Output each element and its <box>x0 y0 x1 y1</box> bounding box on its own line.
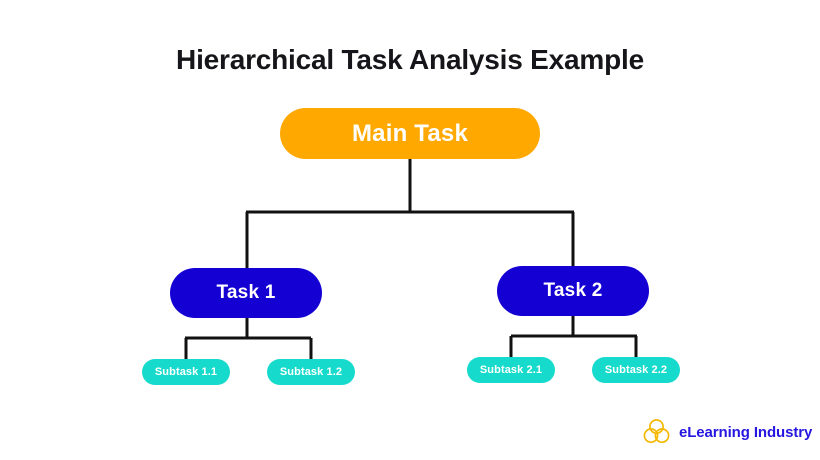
node-main-task[interactable]: Main Task <box>280 108 540 159</box>
node-task-1[interactable]: Task 1 <box>170 268 322 318</box>
logo-text: eLearning Industry <box>679 423 813 441</box>
node-task-2[interactable]: Task 2 <box>497 266 649 316</box>
node-subtask-2-1[interactable]: Subtask 2.1 <box>467 357 555 383</box>
elearning-industry-logo[interactable]: eLearning Industry <box>641 417 812 447</box>
node-subtask-1-2[interactable]: Subtask 1.2 <box>267 359 355 385</box>
node-subtask-1-1[interactable]: Subtask 1.1 <box>142 359 230 385</box>
node-subtask-2-2[interactable]: Subtask 2.2 <box>592 357 680 383</box>
three-interlocking-circles-icon <box>643 419 670 444</box>
page-title: Hierarchical Task Analysis Example <box>176 44 644 75</box>
